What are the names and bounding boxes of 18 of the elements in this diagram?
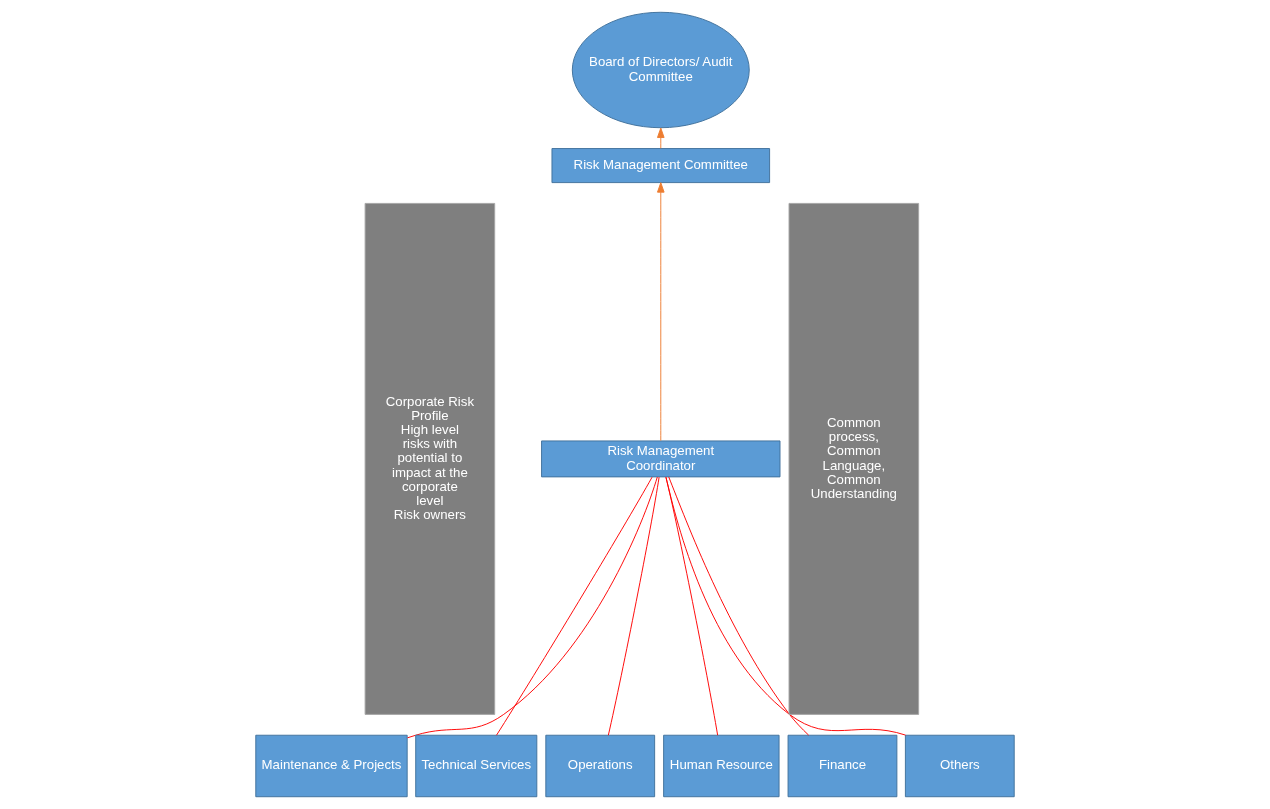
connector (496, 476, 653, 736)
arrow (657, 127, 665, 149)
connector (668, 476, 810, 736)
node-box: Operations (545, 734, 656, 798)
node-ellipse: Board of Directors/ Audit Committee (571, 11, 750, 129)
connector (665, 476, 907, 736)
node-box: Maintenance & Projects (255, 734, 408, 798)
node-box: Human Resource (663, 734, 780, 798)
node-box: Risk Management Coordinator (541, 440, 781, 478)
node-box: Risk Management Committee (551, 148, 771, 184)
node-box: Common process, Common Language, Common Understanding (788, 202, 920, 715)
node-box: Finance (787, 734, 898, 798)
node-box: Corporate Risk Profile High level risks with potential to impact at the corporate level Risk owners (364, 202, 496, 715)
connector (407, 476, 658, 739)
arrow (657, 182, 665, 442)
node-box: Others (904, 734, 1015, 798)
node-box: Technical Services (415, 734, 538, 798)
connector (607, 476, 660, 736)
